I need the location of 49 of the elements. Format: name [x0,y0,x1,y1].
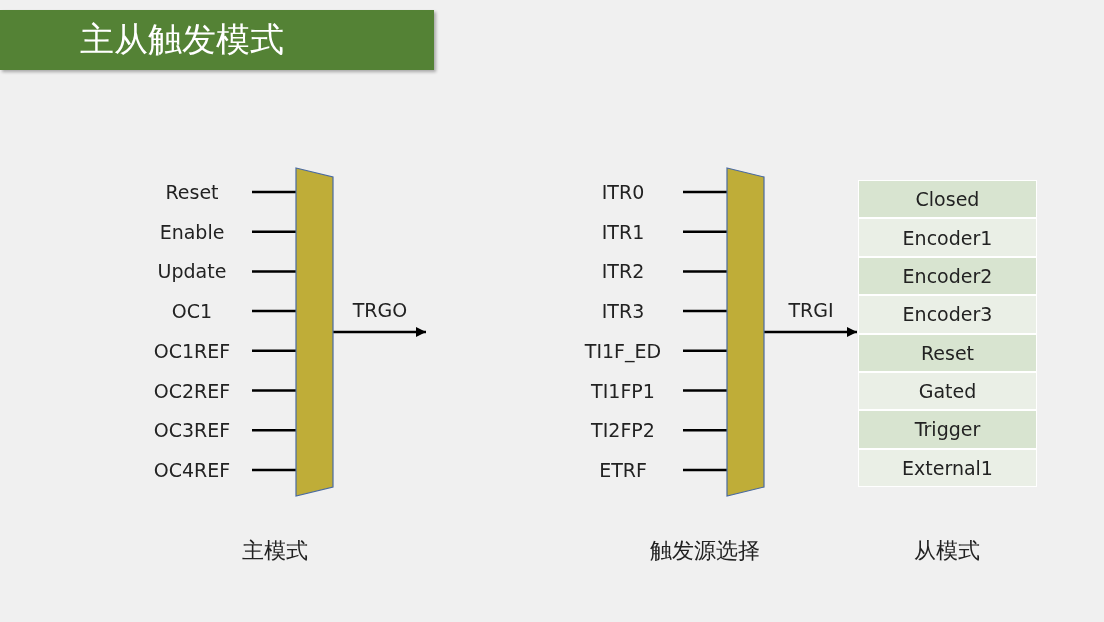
connector-line [252,468,296,472]
connector-line [683,468,727,472]
connector-line [252,309,296,313]
mode-cell: Gated [858,371,1037,411]
signal-label: ITR0 [563,178,683,206]
mode-table [858,180,1037,487]
connector-line [683,389,727,392]
signal-label: ITR2 [563,257,683,286]
signal-label: Update [132,257,252,286]
mode-cell: Encoder1 [858,218,1037,257]
mode-cell: Reset [858,333,1037,372]
signal-label: OC4REF [132,455,252,484]
node-label: 从模式 [914,537,980,565]
connector-line [252,270,296,273]
signal-label: ETRF [563,455,683,484]
arrow [333,327,426,337]
mode-cell: Closed [858,180,1037,219]
arrow [764,327,857,337]
connector-line [252,230,296,233]
connector-line [683,349,727,353]
title-banner: 主从触发模式 [0,10,434,70]
connector-line [683,428,727,432]
connector-line [683,309,727,313]
multiplexer-shape [727,168,764,496]
signal-label: ITR3 [563,297,683,326]
node-label: 触发源选择 [650,537,760,565]
mode-cell: Encoder3 [858,295,1037,334]
mode-cell: Trigger [858,410,1037,449]
connector-line [252,349,296,353]
multiplexer-shape [296,168,333,496]
connector-line [683,190,727,194]
connector-line [252,190,296,194]
signal-label: TI1FP1 [563,376,683,405]
connector-line [683,230,727,233]
signal-label: OC3REF [132,416,252,445]
mode-cell: External1 [858,448,1037,487]
signal-label: Enable [132,217,252,246]
signal-label: Reset [132,178,252,206]
connector-line [683,270,727,273]
signal-label: ITR1 [563,217,683,246]
signal-label: OC2REF [132,376,252,405]
node-label: 主模式 [242,537,308,565]
mode-cell: Encoder2 [858,256,1037,296]
signal-label: TI2FP2 [563,416,683,445]
connector-line [252,428,296,432]
connector-line [252,389,296,392]
signal-label: OC1 [132,297,252,326]
signal-label: TI1F_ED [563,336,683,365]
signal-label: OC1REF [132,336,252,365]
